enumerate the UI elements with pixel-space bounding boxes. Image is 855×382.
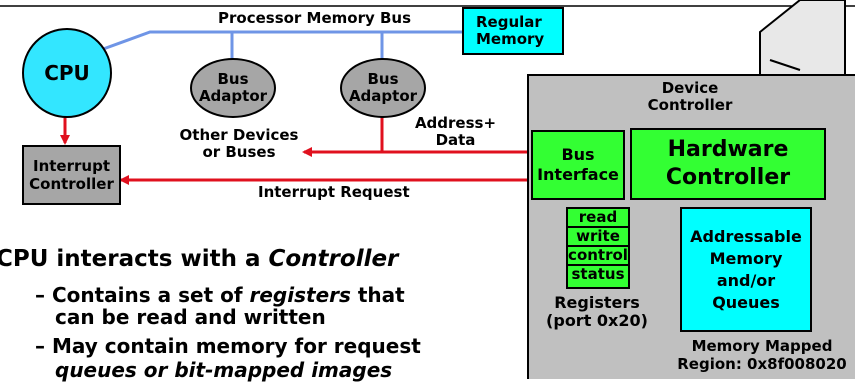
addressable-memory-line4: Queues <box>712 292 780 312</box>
regular-memory-line1: Regular <box>476 13 542 31</box>
heading-emphasis: Controller <box>268 246 399 272</box>
other-devices-label: Other Devices or Buses <box>174 127 304 161</box>
heading-text: CPU interacts with a Controller <box>0 246 398 273</box>
memory-mapped-label: Memory Mapped Region: 0x8f008020 <box>672 337 852 373</box>
regular-memory-box: Regular Memory <box>462 7 564 55</box>
registers-caption: Registers (port 0x20) <box>540 294 654 330</box>
bus-interface-line1: Bus <box>561 145 595 164</box>
register-status: status <box>571 265 625 283</box>
bullet-1-emphasis: registers <box>249 283 351 307</box>
device-controller-line1: Device <box>661 79 719 97</box>
register-write: write <box>568 228 628 247</box>
addressable-memory-line3: and/or <box>716 270 776 290</box>
bus-interface-box: Bus Interface <box>531 130 625 200</box>
address-data-line1: Address+ <box>414 114 497 132</box>
memory-mapped-line1: Memory Mapped <box>691 337 833 355</box>
interrupt-controller-line1: Interrupt <box>33 157 110 175</box>
address-data-label: Address+ Data <box>408 115 503 149</box>
bus-adaptor-1-line2: Adaptor <box>198 87 268 105</box>
bullet-1-line2: can be read and written <box>55 305 326 329</box>
address-data-line2: Data <box>435 131 476 149</box>
addressable-memory-line2: Memory <box>709 248 783 268</box>
bus-interface-line2: Interface <box>537 165 619 184</box>
registers-caption-line1: Registers <box>554 293 640 312</box>
heading-lead: CPU interacts with a <box>0 246 269 272</box>
regular-memory-line2: Memory <box>476 30 545 48</box>
hardware-controller-line1: Hardware <box>667 137 789 162</box>
addressable-memory-box: Addressable Memory and/or Queues <box>680 207 812 332</box>
bullet-2-line2: queues or bit-mapped images <box>55 358 393 382</box>
bullet-2-line1: – May contain memory for request <box>35 334 421 358</box>
registers-stack: read write control status <box>566 207 630 289</box>
addressable-memory-line1: Addressable <box>690 226 802 246</box>
registers-caption-line2: (port 0x20) <box>546 311 648 330</box>
device-controller-line2: Controller <box>647 96 733 114</box>
bus-adaptor-2: Bus Adaptor <box>340 58 426 118</box>
bus-adaptor-2-line2: Adaptor <box>348 87 418 105</box>
processor-memory-bus-label: Processor Memory Bus <box>218 9 412 27</box>
bus-adaptor-1: Bus Adaptor <box>190 58 276 118</box>
interrupt-controller-box: Interrupt Controller <box>22 145 121 205</box>
register-control: control <box>568 246 628 266</box>
device-controller-label: Device Controller <box>625 80 755 114</box>
other-devices-line1: Other Devices <box>179 126 299 144</box>
cpu-label: CPU <box>44 61 90 85</box>
register-read: read <box>568 209 628 228</box>
hardware-controller-box: Hardware Controller <box>630 128 826 200</box>
bullet-1-post: that <box>350 283 405 307</box>
cpu-circle: CPU <box>22 28 112 118</box>
memory-mapped-line2: Region: 0x8f008020 <box>677 355 847 373</box>
bus-adaptor-1-line1: Bus <box>217 70 249 88</box>
interrupt-request-label: Interrupt Request <box>258 183 410 201</box>
bus-adaptor-2-line1: Bus <box>367 70 399 88</box>
other-devices-line2: or Buses <box>202 143 276 161</box>
bullet-1-pre: – Contains a set of <box>35 283 250 307</box>
hardware-controller-line2: Controller <box>665 165 791 190</box>
interrupt-controller-line2: Controller <box>29 175 114 193</box>
bullet-1-line1: – Contains a set of registers that <box>35 284 405 306</box>
processor-memory-bus-line <box>94 30 462 54</box>
